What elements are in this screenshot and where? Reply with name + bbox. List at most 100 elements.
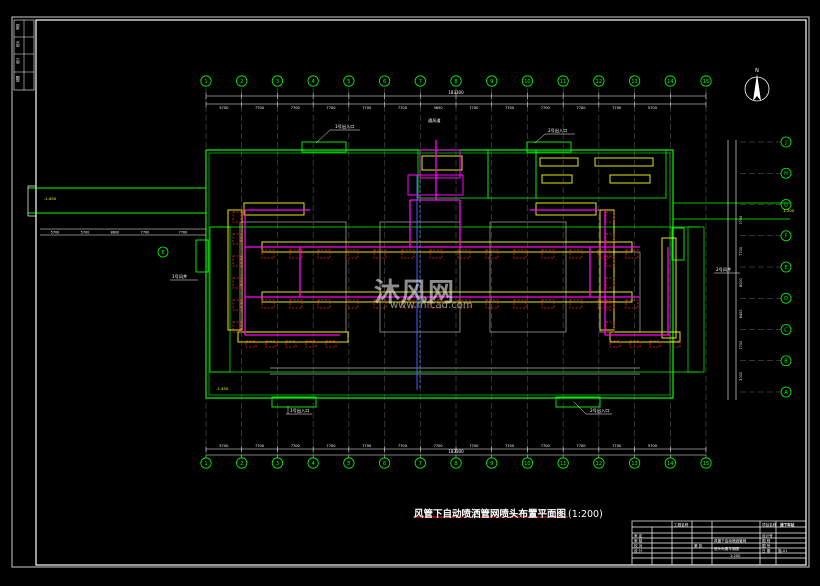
sprinkler-head-46 [605, 299, 615, 311]
strip-cell-1: 校对 [15, 40, 20, 47]
dim-span-bottom-12: 5700 [648, 444, 658, 448]
tb-row-2-k: 校 对 [634, 543, 643, 548]
axis-bubble-row-F: F [780, 230, 792, 242]
axis-bubble-col-15-top: 15 [700, 75, 712, 87]
axis-bubble-col-6-top: 6 [378, 75, 391, 87]
dim-span-right-2: 8400 [739, 310, 743, 319]
ducts [227, 155, 681, 343]
axis-bubble-row-E: E [780, 261, 792, 273]
dim-span-bottom-8: 7700 [505, 444, 515, 448]
strip-cell-2: 设计 [15, 57, 20, 64]
sprinkler-head-6 [429, 249, 443, 259]
dim-span-top-3: 7700 [326, 106, 336, 110]
label-left-exit: 1号风井 [172, 273, 187, 280]
dim-span-top-10: 7700 [576, 106, 586, 110]
sprinkler-head-23 [513, 299, 527, 309]
axis-bubble-col-14-bottom: 14 [664, 457, 676, 469]
sprinkler-head-39 [232, 233, 242, 245]
dim-span-top-2: 7700 [291, 106, 301, 110]
sprinkler-head-0 [261, 249, 275, 259]
sheet-frame [11, 16, 810, 568]
strip-cell-0: 审核 [15, 23, 20, 30]
drawing-title-scale: (1:200) [568, 509, 603, 520]
svg-text:3: 3 [276, 461, 279, 467]
sprinkler-head-45 [232, 299, 242, 311]
tb-row-3-k: 设 计 [634, 548, 643, 553]
sprinkler-head-9 [513, 249, 527, 259]
svg-text:3: 3 [276, 79, 279, 85]
svg-text:7: 7 [419, 461, 422, 467]
left-revision-strip [13, 19, 35, 91]
tb-row-2-k2: 图 号 [762, 543, 771, 548]
axis-bubble-col-9-bottom: 9 [486, 457, 498, 469]
sprinkler-head-21 [457, 299, 471, 309]
tb-row-1-k: 审 核 [634, 538, 643, 543]
sprinkler-head-37 [232, 211, 242, 223]
label-top-shaft: 通风道 [428, 117, 441, 124]
axis-bubble-col-13-top: 13 [628, 75, 641, 87]
dim-span-right-0: 2000 [739, 372, 743, 381]
sprinkler-head-44 [605, 277, 615, 289]
svg-text:B: B [784, 359, 788, 365]
svg-text:A: A [784, 390, 788, 396]
axis-bubbles: 1122334455667788991010111112121313141415… [157, 75, 792, 469]
axis-bubble-col-15-bottom: 15 [700, 457, 712, 469]
sprinkler-head-40 [605, 233, 615, 245]
axis-bubble-col-8-bottom: 8 [450, 457, 462, 469]
svg-text:10: 10 [524, 461, 530, 467]
sprinkler-head-36 [669, 340, 681, 348]
sprinkler-head-7 [457, 249, 471, 259]
north-arrow-label: N [755, 68, 759, 74]
left-strip-text: 审核 校对 设计 制图 [15, 23, 20, 82]
sprinkler-head-4 [373, 249, 387, 259]
axis-bubble-col-9-top: 9 [486, 75, 498, 87]
tb-code: 施-01 [778, 548, 787, 553]
svg-text:12: 12 [596, 461, 602, 467]
svg-text:14: 14 [667, 79, 673, 85]
sprinkler-head-26 [597, 299, 611, 309]
sprinkler-head-27 [625, 299, 639, 309]
tb-scale: 1:200 [730, 554, 741, 558]
drawing-title: 风管下自动喷洒管网喷头布置平面图(1:200) [414, 506, 603, 520]
sprinkler-head-35 [649, 340, 661, 348]
machine-rooms [407, 149, 464, 196]
overall-dim-top: 183300 [448, 90, 464, 95]
dim-span-bottom-10: 7700 [576, 444, 586, 448]
svg-text:C: C [784, 327, 788, 333]
axis-bubble-col-5-bottom: 5 [343, 457, 355, 469]
axis-bubble-row-C: C [780, 324, 792, 335]
sprinkler-head-8 [485, 249, 499, 259]
axis-bubble-col-10-bottom: 10 [521, 457, 534, 469]
dimension-lines [40, 95, 737, 456]
elev-mid: -1.450 [216, 386, 229, 391]
svg-text:1: 1 [204, 461, 207, 467]
room-labels: 1号出入口 通风道 2号出入口 1号风井 2号风井 1号出入口 2号出入口 [172, 117, 731, 414]
dim-span-top-12: 5700 [648, 106, 658, 110]
platform-blocks [239, 221, 641, 375]
dim-span-top-4: 7700 [362, 106, 372, 110]
sprinkler-head-10 [541, 249, 555, 259]
sprinkler-head-20 [429, 299, 443, 309]
svg-text:11: 11 [560, 461, 566, 467]
north-arrow: N [744, 68, 770, 102]
axis-bubble-col-11-bottom: 11 [557, 457, 569, 469]
title-block [631, 520, 807, 566]
axis-bubble-col-5-top: 5 [343, 75, 355, 87]
axis-bubble-row-H: H [780, 167, 792, 179]
title-block-text: 工程名称 项目名称 通下车站 风管下自动喷洒管网 喷头布置平面图 1:200 第… [634, 522, 795, 558]
dim-span-top-7: 7700 [469, 106, 479, 110]
tb-row-0-k: 审 定 [634, 533, 643, 538]
svg-text:4: 4 [312, 461, 315, 467]
elev-left: -1.650 [44, 196, 57, 201]
axis-grid-lines [205, 88, 781, 458]
sprinkler-head-1 [289, 249, 303, 259]
tb-project: 通下车站 [780, 522, 795, 527]
dim-span-left-2: 8600 [111, 231, 120, 235]
label-leaders [170, 129, 740, 415]
svg-text:6: 6 [383, 79, 386, 85]
sprinkler-head-47 [232, 321, 242, 333]
svg-text:2: 2 [240, 461, 243, 467]
svg-text:8: 8 [454, 79, 457, 85]
axis-bubble-col-7-bottom: 7 [414, 457, 426, 469]
